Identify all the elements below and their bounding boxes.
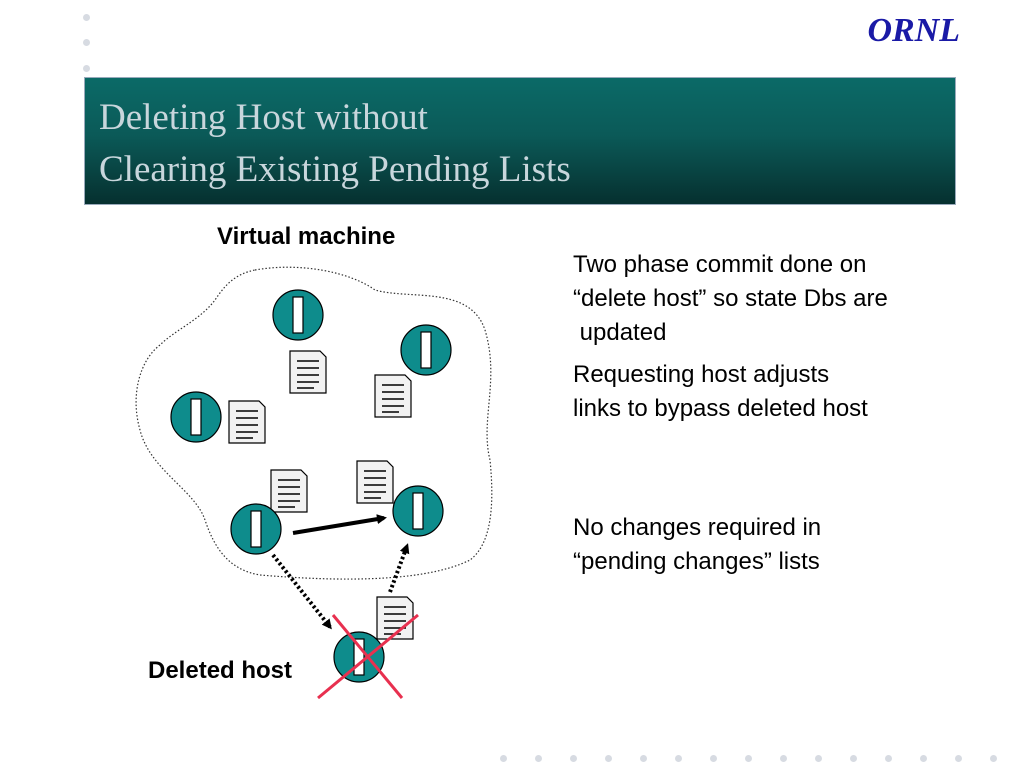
pending-list-document-icon <box>270 469 308 513</box>
virtual-machine-boundary <box>135 266 493 580</box>
virtual-machine-label: Virtual machine <box>217 223 396 250</box>
host-node-icon <box>392 485 444 537</box>
note-line: “delete host” so state Dbs are <box>573 285 888 312</box>
brand-logo-text: ORNL <box>867 12 960 49</box>
host-node-icon <box>170 391 222 443</box>
bypass-link-arrow <box>292 514 387 535</box>
note-line: links to bypass deleted host <box>573 395 868 422</box>
note-requesting-host: Requesting host adjusts links to bypass … <box>573 358 868 426</box>
pending-list-document-icon <box>289 350 327 394</box>
title-bar: Deleting Host without Clearing Existing … <box>84 77 956 205</box>
note-line: Two phase commit done on <box>573 251 867 278</box>
host-node-icon <box>272 289 324 341</box>
slide-title-line-2: Clearing Existing Pending Lists <box>99 149 571 190</box>
deleted-host-label: Deleted host <box>148 657 293 684</box>
note-two-phase-commit: Two phase commit done on “delete host” s… <box>573 248 888 350</box>
note-line: updated <box>573 319 667 346</box>
deleted-cross-icon <box>317 613 419 700</box>
note-line: “pending changes” lists <box>573 548 820 575</box>
pending-list-document-icon <box>356 460 394 504</box>
note-line: Requesting host adjusts <box>573 361 830 388</box>
old-link-from-deleted-host-arrow <box>388 543 410 593</box>
host-node-icon <box>400 324 452 376</box>
note-pending-changes: No changes required in “pending changes”… <box>573 511 821 579</box>
deleted-host-node-icon <box>333 631 385 683</box>
pending-list-document-icon <box>228 400 266 444</box>
note-line: No changes required in <box>573 514 822 541</box>
pending-list-document-icon <box>374 374 412 418</box>
requesting-host-node-icon <box>230 503 282 555</box>
slide-title-line-1: Deleting Host without <box>99 97 428 138</box>
old-link-to-deleted-host-arrow <box>271 553 332 630</box>
